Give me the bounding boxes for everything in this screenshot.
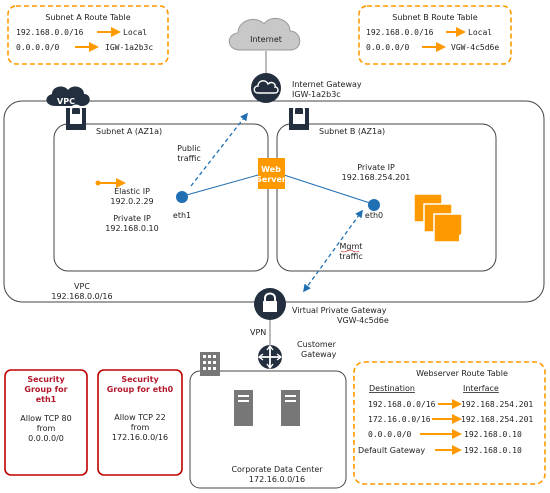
igw-id: IGW-1a2b3c xyxy=(292,90,341,99)
webserver-table-col-interface: Interface xyxy=(463,384,499,393)
sg-eth0-rule-2: from xyxy=(131,423,150,432)
subnet-a-label: Subnet A (AZ1a) xyxy=(96,127,162,136)
vpc-cidr: 192.168.0.0/16 xyxy=(51,292,112,301)
customer-gateway-label-2: Gateway xyxy=(301,350,337,359)
subnet-a-route-target-2: IGW-1a2b3c xyxy=(105,43,153,52)
sg-eth1-title-2: Group for xyxy=(24,385,67,394)
eth1-label: eth1 xyxy=(173,211,191,220)
public-traffic-label-2: traffic xyxy=(177,154,200,163)
eth1-link xyxy=(182,174,259,197)
eth0-private-ip-value: 192.168.254.201 xyxy=(342,173,411,182)
public-traffic-label-1: Public xyxy=(177,144,201,153)
server-icon xyxy=(234,390,253,426)
subnet-a-route-target-1: Local xyxy=(123,28,147,37)
eth1-interface-icon xyxy=(176,191,188,203)
subnet-a-route-table: Subnet A Route Table 192.168.0.0/16 Loca… xyxy=(7,5,169,65)
webserver-route-dest-1: 192.168.0.0/16 xyxy=(368,400,436,409)
subnet-a-route-dest-2: 0.0.0.0/0 xyxy=(16,43,60,52)
vgw-id: VGW-4c5d6e xyxy=(337,316,389,325)
customer-gateway-icon xyxy=(257,344,283,370)
sg-eth1-rule-1: Allow TCP 80 xyxy=(20,414,71,423)
web-server-icon: Web Server xyxy=(256,158,286,189)
sg-eth0-title-2: Group for eth0 xyxy=(107,385,174,394)
corp-dc-cidr: 172.16.0.0/16 xyxy=(249,475,305,484)
sg-eth1-rule-3: 0.0.0.0/0 xyxy=(28,434,64,443)
eth0-link xyxy=(283,174,374,205)
subnet-b-container xyxy=(276,123,497,272)
vpc-badge-label: VPC xyxy=(57,97,75,106)
vpc-badge: VPC xyxy=(46,86,90,106)
eth1-private-ip-value: 192.168.0.10 xyxy=(105,224,158,233)
webserver-route-iface-1: 192.168.254.201 xyxy=(461,400,533,409)
webserver-route-iface-4: 192.168.0.10 xyxy=(464,446,522,455)
subnet-b-label: Subnet B (AZ1a) xyxy=(319,127,385,136)
vpn-gateway-icon xyxy=(254,288,286,320)
web-server-label-1: Web xyxy=(261,165,281,174)
subnet-b-lock-icon xyxy=(289,104,309,130)
eth1-private-ip-label: Private IP xyxy=(113,214,151,223)
eth0-label: eth0 xyxy=(365,211,383,220)
subnet-a-lock-icon xyxy=(66,104,86,130)
public-traffic-arrow xyxy=(190,112,248,187)
internet-gateway-icon xyxy=(251,73,281,103)
customer-gateway-label-1: Customer xyxy=(297,340,337,349)
mgmt-traffic-label-2: traffic xyxy=(339,252,362,261)
subnet-b-route-dest-1: 192.168.0.0/16 xyxy=(366,28,434,37)
sg-eth0-rule-1: Allow TCP 22 xyxy=(114,413,165,422)
sg-eth1-title-3: eth1 xyxy=(36,395,57,404)
subnet-a-route-dest-1: 192.168.0.0/16 xyxy=(16,28,84,37)
elastic-ip-dot xyxy=(95,180,101,186)
subnet-b-route-table: Subnet B Route Table 192.168.0.0/16 Loca… xyxy=(358,5,512,65)
internet-label: Internet xyxy=(250,35,282,44)
subnet-b-route-table-title: Subnet B Route Table xyxy=(392,13,477,22)
security-group-eth0: Security Group for eth0 Allow TCP 22 fro… xyxy=(97,369,183,476)
web-server-label-2: Server xyxy=(256,175,286,184)
sg-eth0-title-1: Security xyxy=(121,375,159,384)
webserver-route-dest-3: 0.0.0.0/0 xyxy=(368,430,412,439)
vgw-label: Virtual Private Gateway xyxy=(292,306,387,315)
subnet-a-container xyxy=(53,123,269,272)
webserver-route-table-title: Webserver Route Table xyxy=(416,369,508,378)
subnet-b-route-dest-2: 0.0.0.0/0 xyxy=(366,43,410,52)
vpc-label: VPC xyxy=(74,282,90,291)
sg-eth1-rule-2: from xyxy=(37,424,56,433)
vpc-container xyxy=(3,100,545,303)
subnet-b-route-target-2: VGW-4c5d6e xyxy=(451,43,499,52)
corp-dc-label: Corporate Data Center xyxy=(231,465,323,474)
mgmt-traffic-label-1: Mgmt xyxy=(340,242,363,251)
vpn-label: VPN xyxy=(250,328,266,337)
subnet-a-route-table-title: Subnet A Route Table xyxy=(45,13,130,22)
webserver-route-iface-3: 192.168.0.10 xyxy=(464,430,522,439)
eth0-private-ip-label: Private IP xyxy=(357,163,395,172)
webserver-route-dest-2: 172.16.0.0/16 xyxy=(368,415,431,424)
security-group-eth1: Security Group for eth1 Allow TCP 80 fro… xyxy=(4,369,88,476)
webserver-route-table: Webserver Route Table Destination Interf… xyxy=(353,361,546,485)
subnet-b-route-target-1: Local xyxy=(468,28,492,37)
internet-cloud-icon: Internet xyxy=(228,17,301,51)
elastic-ip-value: 192.0.2.29 xyxy=(110,197,153,206)
igw-label: Internet Gateway xyxy=(292,80,362,89)
sg-eth1-title-1: Security xyxy=(27,375,65,384)
webserver-route-dest-4: Default Gateway xyxy=(358,446,425,455)
sg-eth0-rule-3: 172.16.0.0/16 xyxy=(112,433,168,442)
mgmt-traffic-arrow xyxy=(303,209,363,293)
webserver-route-iface-2: 192.168.254.201 xyxy=(461,415,533,424)
elastic-ip-label: Elastic IP xyxy=(114,187,150,196)
data-center-building-icon xyxy=(200,352,220,376)
corporate-data-center-container xyxy=(189,370,347,489)
eth0-interface-icon xyxy=(368,199,380,211)
spell-underline xyxy=(340,249,360,253)
server-icon xyxy=(281,390,300,426)
webserver-table-col-destination: Destination xyxy=(369,384,415,393)
ec2-instances-icon xyxy=(413,193,473,249)
